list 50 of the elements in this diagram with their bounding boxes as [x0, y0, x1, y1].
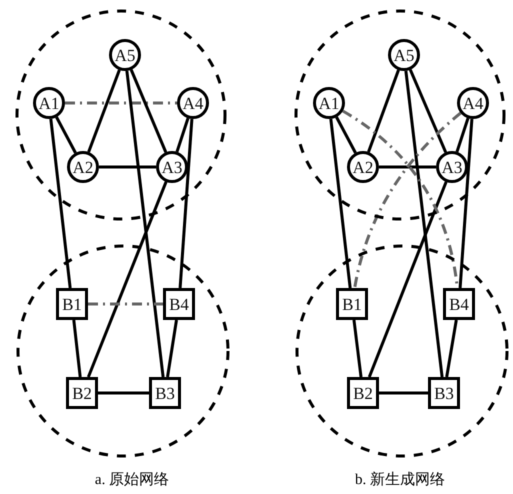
connector-line — [329, 118, 352, 288]
connector-line — [86, 181, 168, 378]
round-node: A2 — [347, 151, 379, 183]
connector-line — [98, 392, 149, 394]
connector-line — [458, 118, 474, 288]
connector-line — [456, 118, 470, 152]
connector-line — [99, 166, 156, 168]
square-node: B3 — [428, 377, 460, 409]
dashed-group-boundary — [15, 9, 227, 221]
connector-line — [367, 70, 400, 152]
connector-line — [72, 320, 82, 378]
dashed-group-boundary — [294, 9, 506, 221]
square-node: B3 — [149, 377, 181, 409]
connector-line — [125, 70, 165, 378]
panel-caption: a. 原始网络 — [94, 471, 170, 489]
round-node: A3 — [156, 151, 188, 183]
square-node: B2 — [347, 377, 379, 409]
square-node: B2 — [66, 377, 98, 409]
connector-line — [404, 70, 444, 378]
square-node: B1 — [56, 288, 88, 320]
connector-line — [445, 320, 458, 378]
round-node: A1 — [33, 87, 65, 119]
round-node: A5 — [109, 39, 141, 71]
connector-line — [352, 320, 362, 378]
dashed-group-boundary — [16, 244, 230, 458]
connector-line — [65, 102, 177, 104]
connector-line — [176, 118, 190, 152]
connector-line — [88, 302, 163, 306]
connector-line — [87, 69, 121, 153]
dashed-group-boundary — [295, 244, 509, 458]
round-node: A4 — [177, 87, 209, 119]
connector-line — [335, 116, 357, 154]
connector-line — [55, 116, 77, 154]
round-node: A1 — [313, 87, 345, 119]
connector-line — [178, 118, 194, 288]
connector-line — [166, 320, 178, 378]
panel-caption: b. 新生成网络 — [355, 470, 445, 489]
round-node: A2 — [67, 151, 99, 183]
connector-line — [379, 166, 436, 168]
round-node: A4 — [457, 87, 489, 119]
connector-line — [368, 181, 448, 378]
connector-line — [408, 69, 448, 153]
connector-line — [49, 118, 72, 288]
square-node: B4 — [163, 288, 195, 320]
square-node: B4 — [443, 288, 475, 320]
connector-line — [130, 69, 168, 153]
square-node: B1 — [336, 288, 368, 320]
connector-line — [379, 392, 428, 394]
round-node: A3 — [436, 151, 468, 183]
round-node: A5 — [388, 39, 420, 71]
